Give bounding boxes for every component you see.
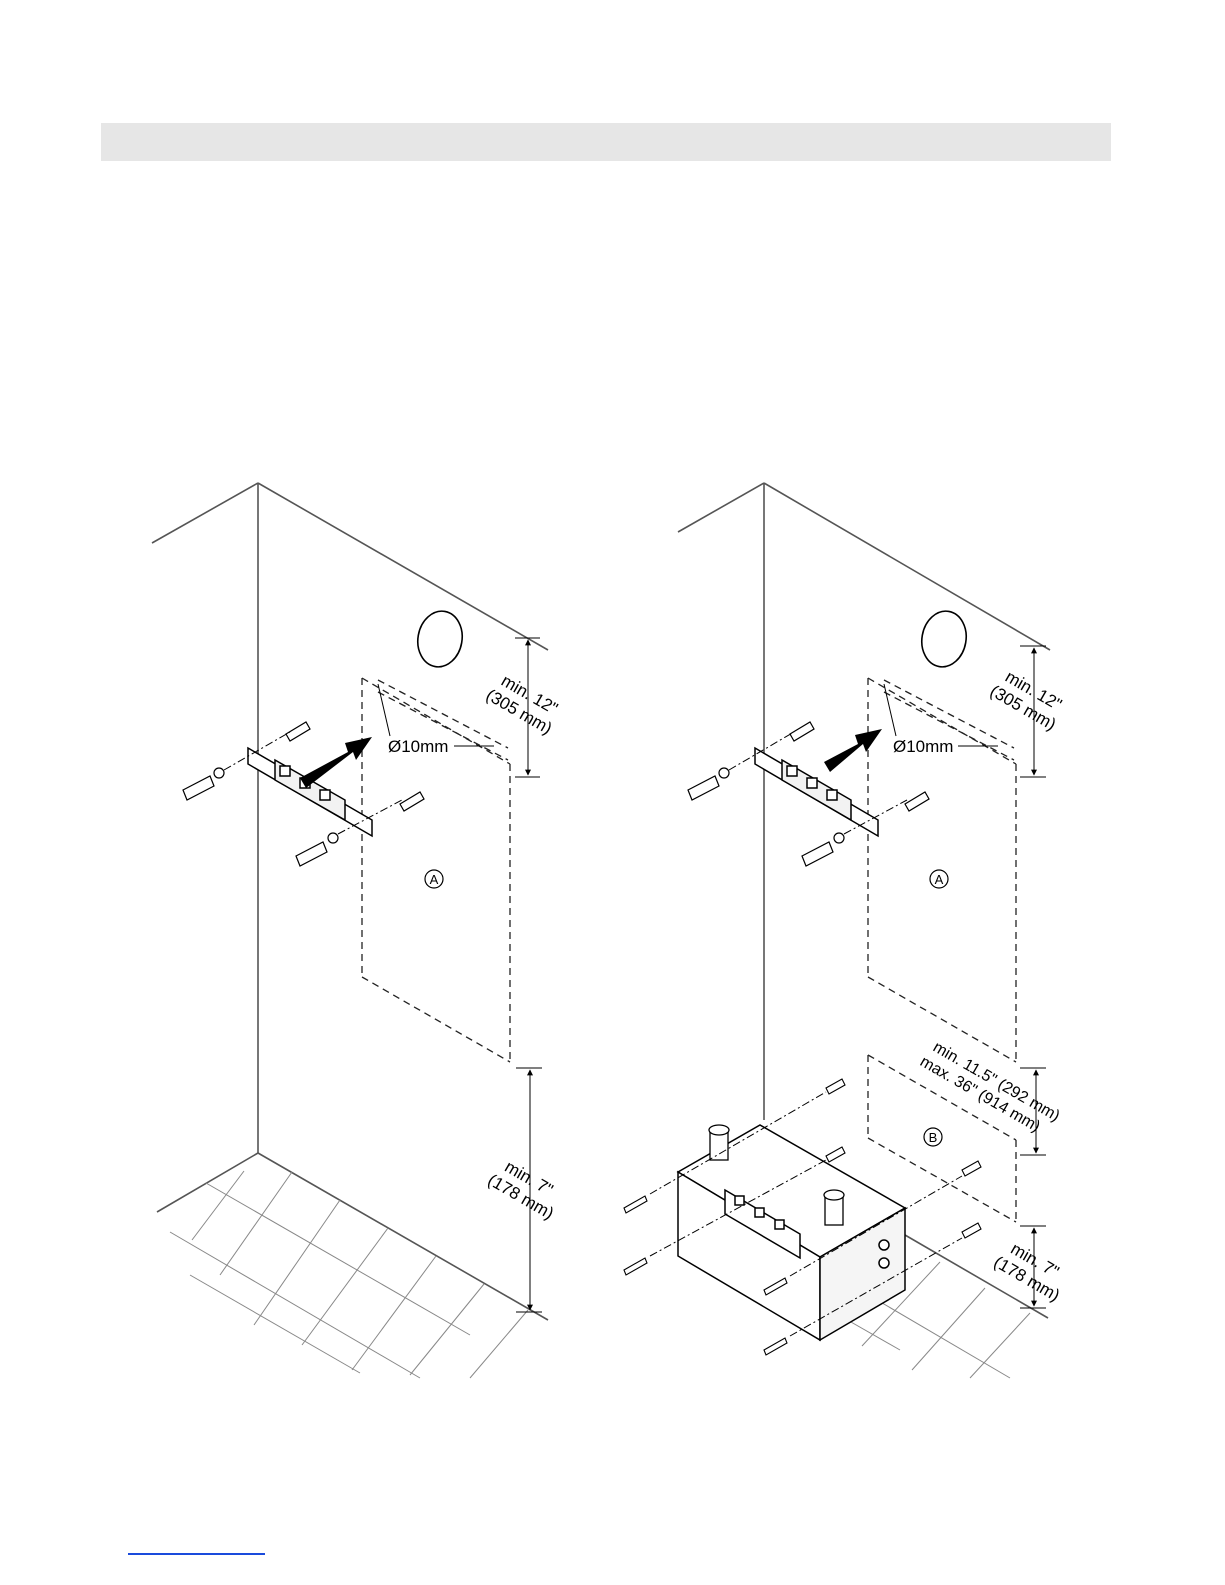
mounting-bracket	[755, 748, 878, 836]
left-figure: Ø10mm A min. 12" (305 mm) min. 7" (178 m…	[152, 483, 567, 1378]
direction-arrow-icon	[300, 737, 372, 788]
area-b-label: B	[929, 1130, 938, 1145]
right-figure: Ø10mm A B	[624, 483, 1073, 1378]
mounting-bracket	[248, 748, 372, 836]
hole-diameter-label: Ø10mm	[388, 737, 448, 756]
area-a-label: A	[430, 872, 439, 887]
footer-link-underline[interactable]	[128, 1553, 265, 1555]
wall-vent-icon	[413, 608, 466, 671]
area-a-label: A	[935, 872, 944, 887]
hole-diameter-label: Ø10mm	[893, 737, 953, 756]
floor-tiles	[170, 1171, 528, 1378]
direction-arrow-icon	[824, 729, 882, 772]
wall-vent-icon	[917, 608, 970, 671]
wall-edges	[152, 483, 548, 1320]
